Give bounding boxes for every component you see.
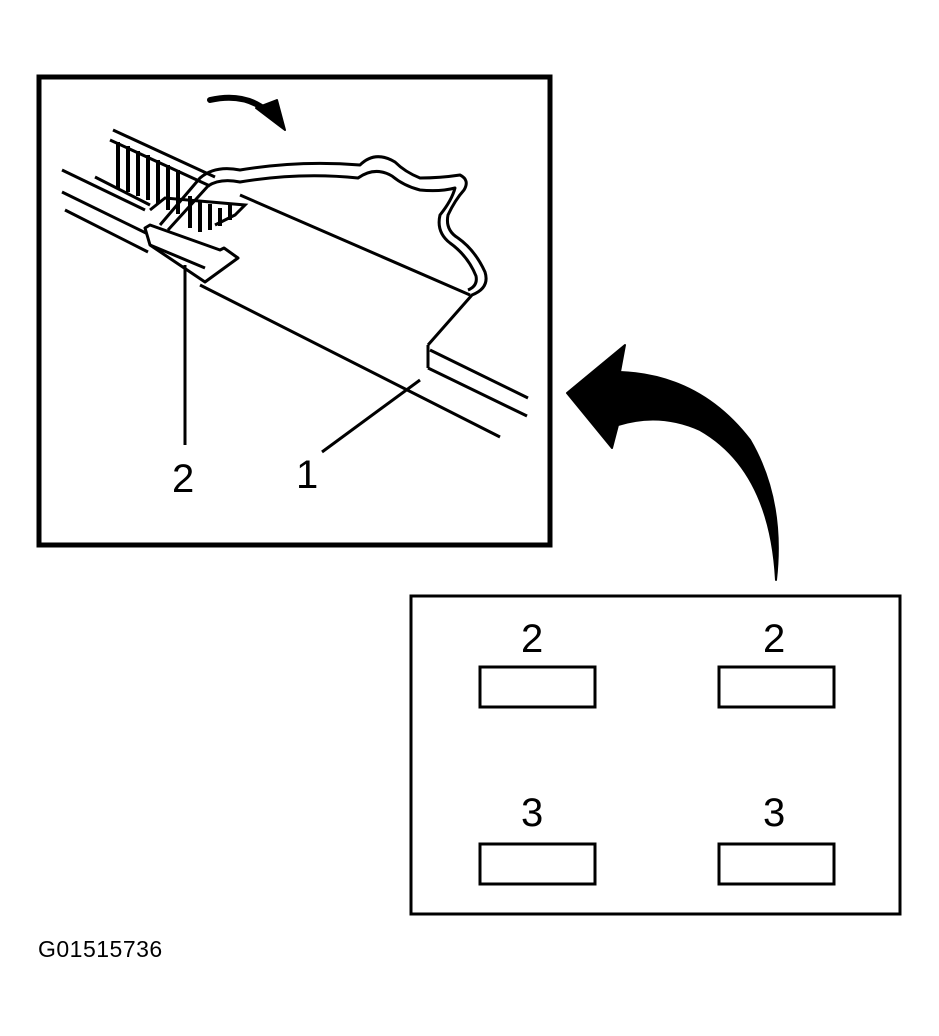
clip-base [143,223,240,284]
panel-edges [199,193,529,439]
clip-slot [717,842,836,886]
slot-label: 3 [521,791,543,835]
curved-pointer-arrow-icon [566,344,779,581]
overview-panel: 2 2 3 3 [409,594,902,916]
detail-view-frame [36,74,553,548]
clip-slot [478,665,597,709]
rail-lines [61,168,151,254]
figure-id: G01515736 [38,936,163,962]
slot-label: 3 [763,791,785,835]
clip-slot [478,842,597,886]
slot-label: 2 [763,617,785,661]
curved-arrow-icon [207,94,286,131]
slot-label: 2 [521,617,543,661]
callout-1: 1 [296,453,318,497]
detail-view: 2 1 [36,74,553,548]
leader-line-1 [321,378,421,454]
retainer-clip [109,128,249,232]
callout-2: 2 [172,457,194,501]
clip-slot [717,665,836,709]
peeled-strip [158,155,488,346]
